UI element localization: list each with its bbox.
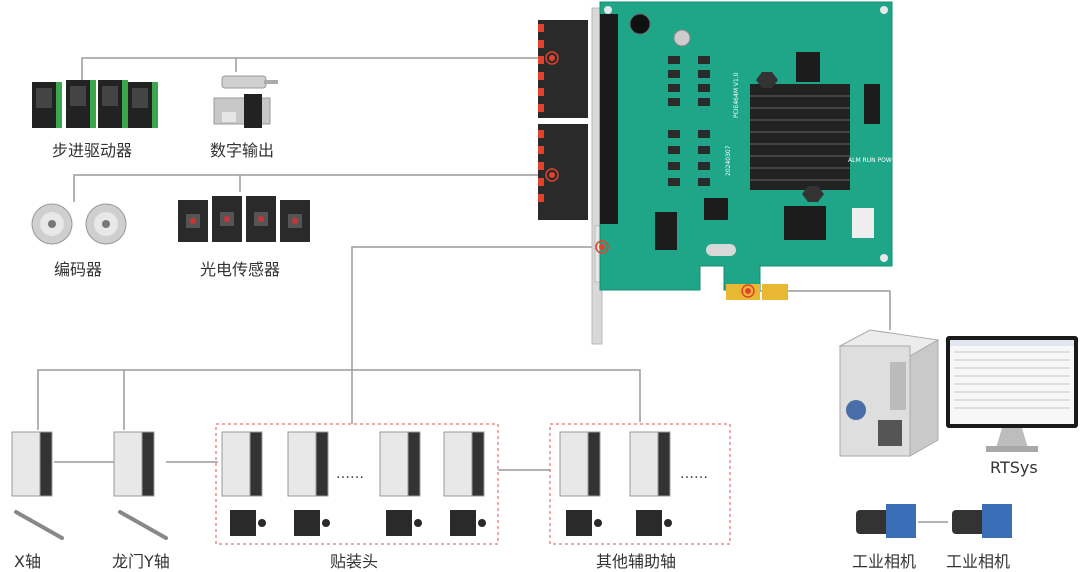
monitor (946, 336, 1078, 452)
board-model-text: PCIE464M V1.0 (733, 72, 740, 118)
motion-control-card: PCIE464M V1.0 20240307 ALM RUN POW (538, 1, 893, 345)
marker-connector-lower (545, 168, 559, 182)
label-stepper-driver: 步进驱动器 (52, 141, 133, 160)
marker-connector-upper (545, 51, 559, 65)
marker-pcie (741, 284, 755, 298)
connector-upper (538, 20, 588, 118)
label-gantry-y-axis: 龙门Y轴 (112, 552, 170, 571)
label-photo-sensor: 光电传感器 (200, 260, 281, 279)
linear-axes (14, 510, 168, 540)
line-board-pc (748, 290, 891, 330)
ellipsis-placement-head: …… (336, 466, 364, 482)
connection-lines (37, 57, 948, 523)
line-stepper-digital (81, 57, 546, 80)
industrial-pc (838, 329, 940, 457)
stepper-drivers (32, 80, 158, 128)
board-date-text: 20240307 (725, 145, 732, 176)
label-x-axis: X轴 (14, 552, 41, 571)
label-camera-1: 工业相机 (852, 552, 917, 571)
line-encoder-sensor (73, 174, 546, 202)
line-main-bus (351, 246, 600, 370)
heatsink (750, 84, 850, 190)
label-other-aux-axis: 其他辅助轴 (596, 552, 677, 571)
placement-head-group (215, 423, 499, 545)
digital-output-device (213, 75, 278, 128)
servo-motors (230, 510, 672, 536)
encoders (31, 203, 127, 245)
gold-fingers (726, 284, 760, 300)
line-axis-bus (37, 369, 641, 430)
marker-bracket-port (595, 240, 609, 254)
connector-lower (538, 124, 588, 220)
board-led-labels: ALM RUN POW (848, 157, 892, 164)
label-rtsys: RTSys (990, 458, 1038, 477)
industrial-cameras (856, 504, 1012, 538)
photo-sensors (178, 196, 310, 242)
aux-axis-group (549, 423, 731, 545)
ellipsis-aux-axis: …… (680, 466, 708, 482)
label-encoder: 编码器 (54, 260, 103, 279)
label-placement-head: 贴装头 (330, 552, 379, 571)
servo-drives (11, 431, 671, 497)
main-chip (784, 206, 826, 240)
label-camera-2: 工业相机 (946, 552, 1011, 571)
label-digital-output: 数字输出 (210, 141, 275, 160)
